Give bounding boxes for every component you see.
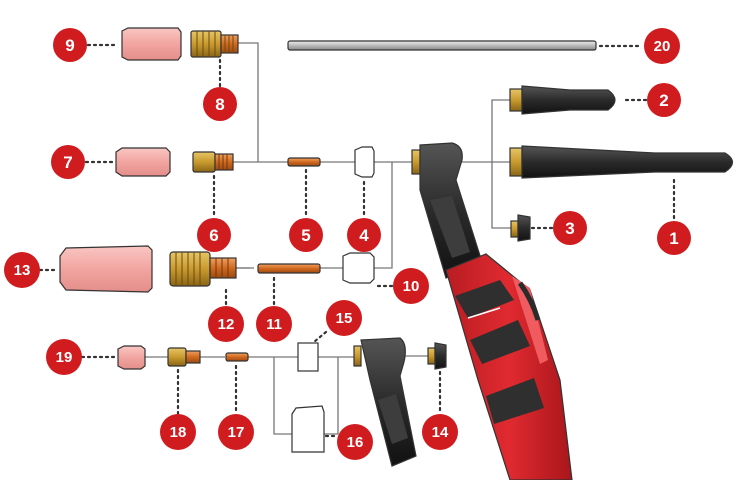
collet-body-18	[167, 347, 201, 367]
callout-badge-3: 3	[553, 211, 587, 245]
callout-badge-14: 14	[422, 414, 458, 450]
ceramic-nozzle-13	[59, 245, 153, 293]
callout-badge-18: 18	[160, 414, 196, 450]
callout-badge-15: 15	[326, 300, 362, 336]
svg-text:7: 7	[63, 153, 72, 172]
collet-5	[287, 157, 321, 167]
insulator-16	[291, 405, 325, 453]
svg-text:14: 14	[432, 424, 449, 441]
svg-text:4: 4	[359, 226, 369, 245]
svg-text:1: 1	[669, 229, 678, 248]
callout-badge-9: 9	[53, 28, 87, 62]
svg-text:5: 5	[301, 226, 310, 245]
collet-body-6	[192, 151, 234, 173]
callout-badge-8: 8	[203, 87, 237, 121]
collet-11	[257, 263, 321, 274]
svg-text:19: 19	[56, 349, 73, 366]
callout-badge-6: 6	[197, 218, 231, 252]
callout-badge-12: 12	[208, 306, 244, 342]
callout-badge-11: 11	[256, 306, 292, 342]
insulator-15	[297, 342, 319, 372]
back-cap-long-1	[509, 145, 734, 179]
svg-text:13: 13	[14, 262, 31, 279]
callout-badge-17: 17	[218, 414, 254, 450]
svg-text:9: 9	[65, 36, 74, 55]
svg-text:8: 8	[215, 95, 224, 114]
insulator-10	[342, 252, 375, 284]
svg-text:10: 10	[403, 278, 420, 295]
svg-text:3: 3	[565, 219, 574, 238]
ceramic-nozzle-9	[121, 27, 182, 61]
back-cap-short-2	[509, 85, 616, 115]
back-cap-button-14	[427, 342, 447, 370]
gas-lens-12	[169, 251, 237, 287]
gas-lens-8	[190, 30, 239, 58]
svg-text:6: 6	[209, 226, 218, 245]
svg-text:12: 12	[218, 316, 235, 333]
callout-badge-20: 20	[644, 28, 680, 64]
callout-badge-1: 1	[657, 221, 691, 255]
callout-badge-7: 7	[51, 145, 85, 179]
svg-text:17: 17	[228, 424, 245, 441]
svg-text:20: 20	[654, 38, 671, 55]
ceramic-nozzle-19	[117, 345, 146, 370]
insulator-4	[354, 146, 375, 178]
callout-badge-4: 4	[347, 218, 381, 252]
tig-torch-head-icon	[411, 142, 483, 279]
callout-badge-5: 5	[289, 218, 323, 252]
svg-text:2: 2	[659, 91, 668, 110]
back-cap-button-3	[510, 214, 531, 242]
svg-text:16: 16	[347, 434, 364, 451]
callout-badge-2: 2	[647, 83, 681, 117]
callout-badge-19: 19	[46, 339, 82, 375]
collet-17	[225, 352, 249, 362]
callout-leaders	[38, 43, 676, 438]
svg-text:18: 18	[170, 424, 187, 441]
callout-badge-16: 16	[337, 424, 373, 460]
callout-badge-13: 13	[4, 252, 40, 288]
electrode-rod	[287, 40, 597, 51]
callout-badge-10: 10	[393, 268, 429, 304]
torch-handle-icon	[445, 253, 573, 480]
svg-text:15: 15	[336, 310, 353, 327]
ceramic-nozzle-7	[115, 147, 171, 177]
svg-text:11: 11	[266, 316, 282, 333]
small-torch-head-icon	[353, 337, 417, 467]
